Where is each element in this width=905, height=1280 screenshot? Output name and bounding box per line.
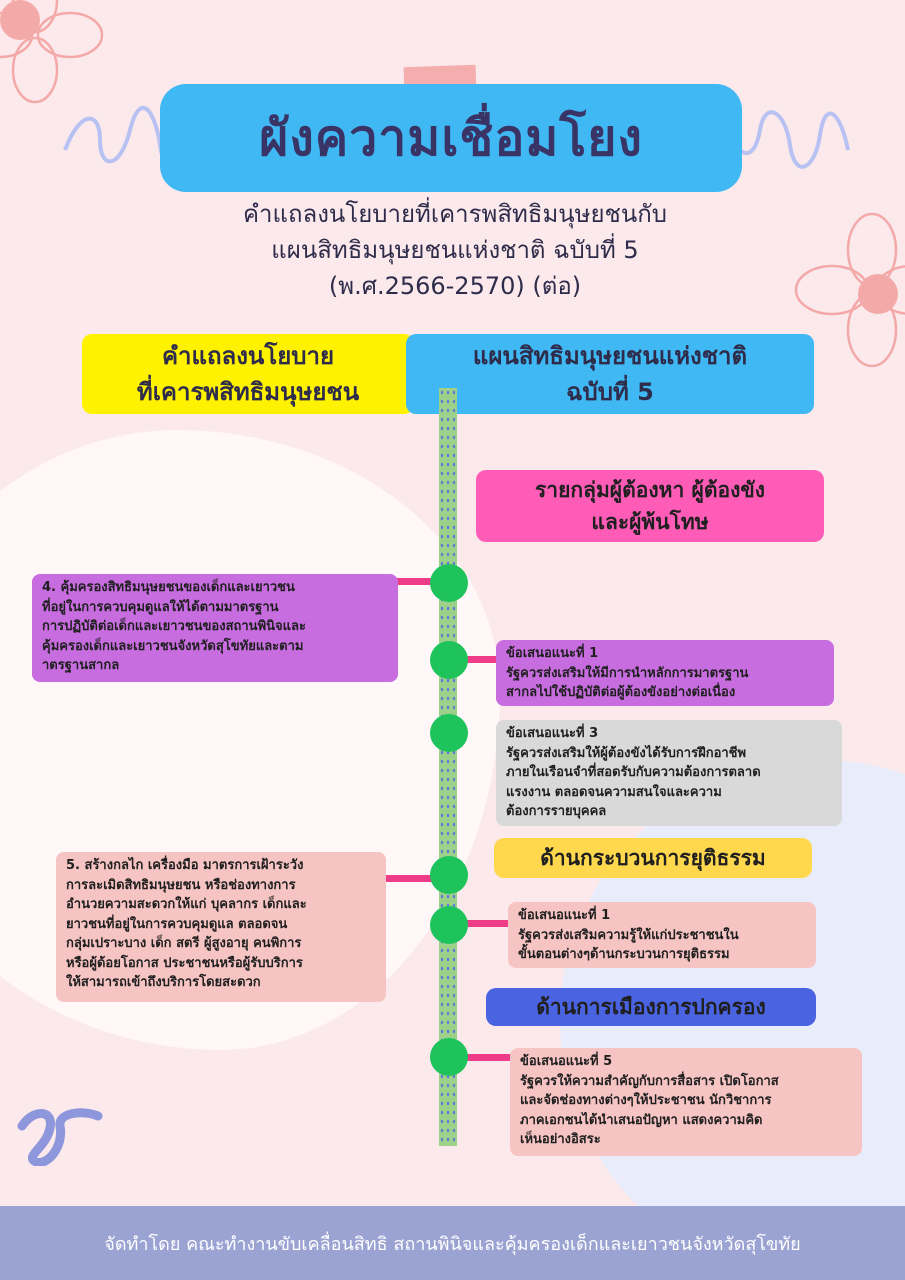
left-header-line: ที่เคารพสิทธิมนุษยชน: [136, 378, 360, 406]
card-line: แรงงาน ตลอดจนความสนใจและความ: [506, 784, 722, 800]
card-line: กลุ่มเปราะบาง เด็ก สตรี ผู้สูงอายุ คนพิก…: [66, 936, 302, 951]
left-column-header: คำแถลงนโยบาย ที่เคารพสิทธิมนุษยชน: [82, 334, 414, 414]
connector-line: [452, 920, 512, 927]
subtitle-line: (พ.ศ.2566-2570) (ต่อ): [328, 272, 582, 300]
timeline-dot: [430, 641, 468, 679]
card-line: หรือผู้ด้อยโอกาส ประชาชนหรือผู้รับบริการ: [66, 955, 303, 971]
timeline-dot: [430, 906, 468, 944]
timeline-dot: [430, 564, 468, 602]
connector-line: [395, 578, 445, 585]
connector-line: [384, 875, 444, 882]
subtitle: คำแถลงนโยบายที่เคารพสิทธิมนุษยชนกับ แผนส…: [120, 196, 790, 304]
policy-card-4: 4. คุ้มครองสิทธิมนุษยชนของเด็กและเยาวชน …: [32, 574, 398, 682]
card-line: อำนวยความสะดวกให้แก่ บุคลากร เด็กและ: [66, 897, 307, 912]
section-justice-label: ด้านกระบวนการยุติธรรม: [540, 846, 766, 870]
subtitle-line: คำแถลงนโยบายที่เคารพสิทธิมนุษยชนกับ: [242, 200, 668, 228]
card-line: 5. สร้างกลไก เครื่องมือ มาตรการเฝ้าระวัง: [66, 858, 304, 873]
footer-credit: จัดทำโดย คณะทำงานขับเคลื่อนสิทธิ สถานพิน…: [104, 1233, 801, 1255]
connector-line: [452, 656, 502, 663]
card-line: ยาวชนที่อยู่ในการควบคุมดูแล ตลอดจน: [66, 916, 288, 932]
timeline-bar: [439, 388, 457, 1146]
card-line: ภาคเอกชนได้นำเสนอปัญหา แสดงความคิด: [520, 1112, 763, 1128]
flower-decoration-icon: [794, 212, 905, 368]
section-justice: ด้านกระบวนการยุติธรรม: [494, 838, 812, 878]
card-line: ขั้นตอนต่างๆด้านกระบวนการยุติธรรม: [518, 947, 730, 962]
card-line: การละเมิดสิทธิมนุษยชน หรือช่องทางการ: [66, 877, 296, 893]
timeline-dot: [430, 714, 468, 752]
section-politics-label: ด้านการเมืองการปกครอง: [536, 995, 766, 1019]
recommendation-card-prisoners-3: ข้อเสนอแนะที่ 3 รัฐควรส่งเสริมให้ผู้ต้อง…: [496, 720, 842, 826]
card-line: ที่อยู่ในการควบคุมดูแลให้ได้ตามมาตรฐาน: [42, 599, 279, 615]
card-line: รัฐควรส่งเสริมให้มีการนำหลักการมาตรฐาน: [506, 665, 749, 681]
card-line: ข้อเสนอแนะที่ 1: [506, 646, 599, 661]
section-prisoners-line: รายกลุ่มผู้ต้องหา ผู้ต้องขัง: [535, 478, 765, 502]
title-banner: ผังความเชื่อมโยง: [160, 84, 742, 192]
card-line: เห็นอย่างอิสระ: [520, 1132, 601, 1147]
flower-decoration-icon: [0, 0, 104, 104]
recommendation-card-politics-5: ข้อเสนอแนะที่ 5 รัฐควรให้ความสำคัญกับการ…: [510, 1048, 862, 1156]
card-line: รัฐควรส่งเสริมความรู้ให้แก่ประชาชนใน: [518, 927, 739, 943]
card-line: การปฏิบัติต่อเด็กและเยาวชนของสถานพินิจแล…: [42, 619, 306, 634]
recommendation-card-justice-1: ข้อเสนอแนะที่ 1 รัฐควรส่งเสริมความรู้ให้…: [508, 902, 816, 968]
right-header-line: แผนสิทธิมนุษยชนแห่งชาติ: [472, 342, 748, 370]
timeline-dot: [430, 1038, 468, 1076]
connector-line: [452, 1054, 518, 1061]
card-line: ให้สามารถเข้าถึงบริการโดยสะดวก: [66, 975, 261, 990]
card-line: และจัดช่องทางต่างๆให้ประชาชน นักวิชาการ: [520, 1093, 772, 1108]
swirl-decoration-icon: [730, 110, 850, 169]
card-line: ต้องการรายบุคคล: [506, 804, 607, 819]
section-prisoners: รายกลุ่มผู้ต้องหา ผู้ต้องขัง และผู้พ้นโท…: [476, 470, 824, 542]
card-line: ข้อเสนอแนะที่ 5: [520, 1054, 613, 1069]
timeline-dot: [430, 856, 468, 894]
scribble-decoration-icon: [17, 1108, 103, 1166]
card-line: รัฐควรให้ความสำคัญกับการสื่อสาร เปิดโอกา…: [520, 1073, 779, 1089]
card-line: สากลไปใช้ปฏิบัติต่อผู้ต้องขังอย่างต่อเนื…: [506, 685, 736, 700]
card-line: าตรฐานสากล: [42, 658, 120, 673]
left-header-line: คำแถลงนโยบาย: [161, 342, 335, 370]
card-line: รัฐควรส่งเสริมให้ผู้ต้องขังได้รับการฝึกอ…: [506, 745, 747, 761]
footer: จัดทำโดย คณะทำงานขับเคลื่อนสิทธิ สถานพิน…: [0, 1206, 905, 1280]
section-politics: ด้านการเมืองการปกครอง: [486, 988, 816, 1026]
card-line: ข้อเสนอแนะที่ 1: [518, 908, 611, 923]
card-line: คุ้มครองเด็กและเยาวชนจังหวัดสุโขทัยและตา…: [42, 638, 304, 654]
recommendation-card-prisoners-1: ข้อเสนอแนะที่ 1 รัฐควรส่งเสริมให้มีการนำ…: [496, 640, 834, 706]
page-title: ผังความเชื่อมโยง: [259, 108, 643, 167]
card-line: ภายในเรือนจำที่สอดรับกับความต้องการตลาด: [506, 765, 761, 780]
right-header-line: ฉบับที่ 5: [566, 378, 654, 406]
policy-card-5: 5. สร้างกลไก เครื่องมือ มาตรการเฝ้าระวัง…: [56, 852, 386, 1002]
card-line: 4. คุ้มครองสิทธิมนุษยชนของเด็กและเยาวชน: [42, 580, 295, 595]
section-prisoners-line: และผู้พ้นโทษ: [591, 510, 709, 534]
right-column-header: แผนสิทธิมนุษยชนแห่งชาติ ฉบับที่ 5: [406, 334, 814, 414]
card-line: ข้อเสนอแนะที่ 3: [506, 726, 599, 741]
subtitle-line: แผนสิทธิมนุษยชนแห่งชาติ ฉบับที่ 5: [271, 236, 639, 264]
